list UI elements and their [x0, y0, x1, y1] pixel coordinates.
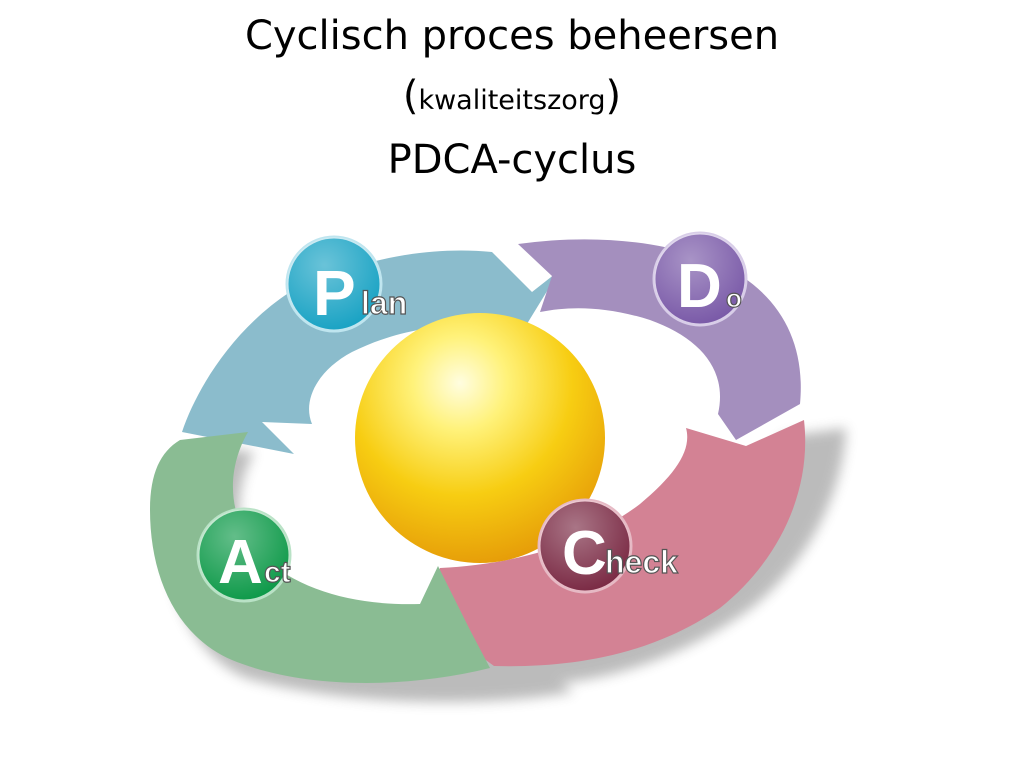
act-arrow [150, 432, 490, 683]
do-initial: D [677, 252, 722, 321]
title-subtitle: kwaliteitszorg [418, 85, 606, 116]
do-rest: o [726, 283, 742, 313]
title-line-1: Cyclisch proces beheersen [244, 13, 780, 59]
check-badge: C heck [537, 498, 679, 594]
paren-open: ( [402, 73, 419, 119]
check-initial: C [562, 519, 607, 588]
check-rest: heck [605, 544, 678, 580]
paren-close: ) [605, 73, 622, 119]
act-rest: ct [264, 556, 291, 589]
title-line-3: PDCA-cyclus [387, 137, 637, 183]
do-badge: D o [652, 231, 748, 327]
act-initial: A [218, 528, 263, 597]
title-line-2: (kwaliteitszorg) [0, 72, 1024, 125]
plan-arrow [182, 250, 560, 454]
plan-rest: lan [361, 285, 407, 321]
act-badge: A ct [196, 507, 292, 603]
plan-badge: P lan [285, 235, 408, 333]
center-sphere [355, 313, 605, 563]
plan-initial: P [313, 257, 356, 329]
